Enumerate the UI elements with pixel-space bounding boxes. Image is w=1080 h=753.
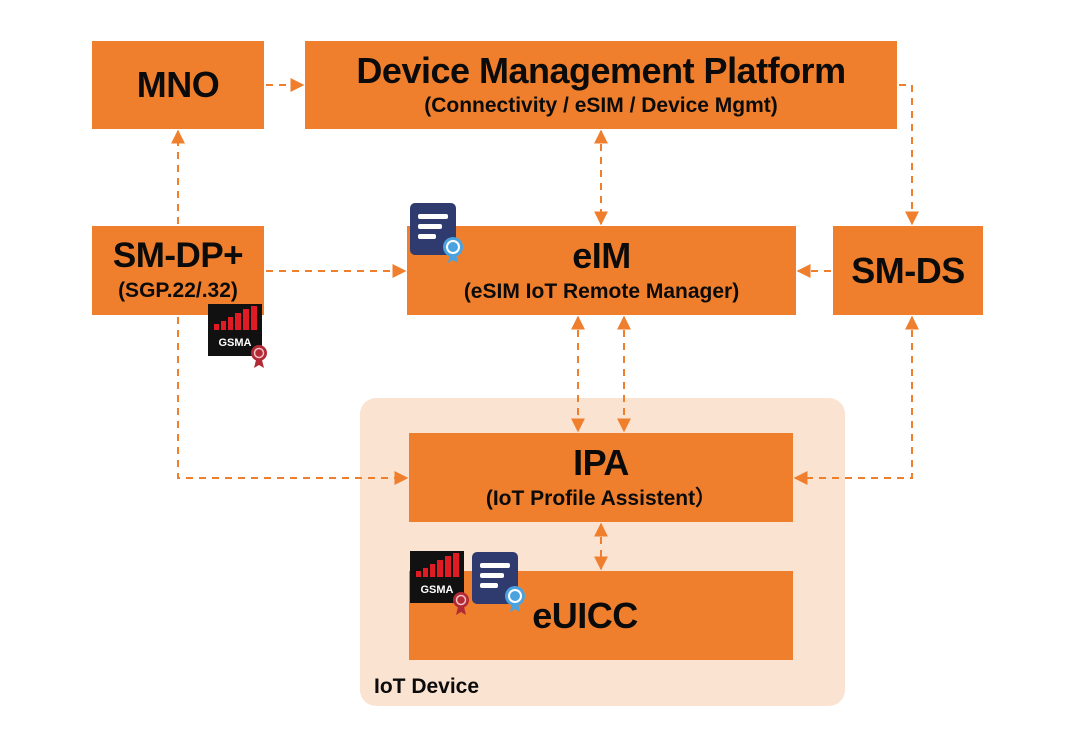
mno-title: MNO (136, 64, 220, 106)
euicc-box: eUICC (409, 571, 793, 660)
gsma-badge-text: GSMA (219, 337, 252, 349)
euicc-title: eUICC (532, 594, 638, 636)
eim-title: eIM (572, 235, 631, 276)
certificate-icon (472, 552, 525, 612)
gsma-badge-text: GSMA (421, 584, 454, 596)
ipa-title: IPA (573, 442, 629, 483)
smdp-box: SM-DP+ (SGP.22/.32) (92, 226, 264, 315)
eim-subtitle: (eSIM IoT Remote Manager) (463, 279, 740, 303)
smdp-title: SM-DP+ (112, 235, 244, 275)
ipa-subtitle: (IoT Profile Assistent） (485, 486, 717, 510)
ipa-box: IPA (IoT Profile Assistent） (409, 433, 793, 522)
gsma-logo-icon: GSMA (208, 304, 267, 368)
dmp-subtitle: (Connectivity / eSIM / Device Mgmt) (424, 94, 778, 118)
dmp-title: Device Management Platform (356, 49, 846, 91)
arrow-dmp-to-smds (899, 84, 919, 226)
mno-box: MNO (92, 41, 264, 129)
smds-title: SM-DS (851, 249, 965, 291)
smds-box: SM-DS (833, 226, 983, 315)
eim-box: eIM (eSIM IoT Remote Manager) (407, 226, 796, 315)
smdp-subtitle: (SGP.22/.32) (118, 279, 238, 303)
certificate-icon (410, 203, 463, 263)
gsma-logo-icon: GSMA (410, 551, 469, 615)
dmp-box: Device Management Platform (Connectivity… (305, 41, 897, 129)
iot-device-label: IoT Device (374, 675, 480, 698)
